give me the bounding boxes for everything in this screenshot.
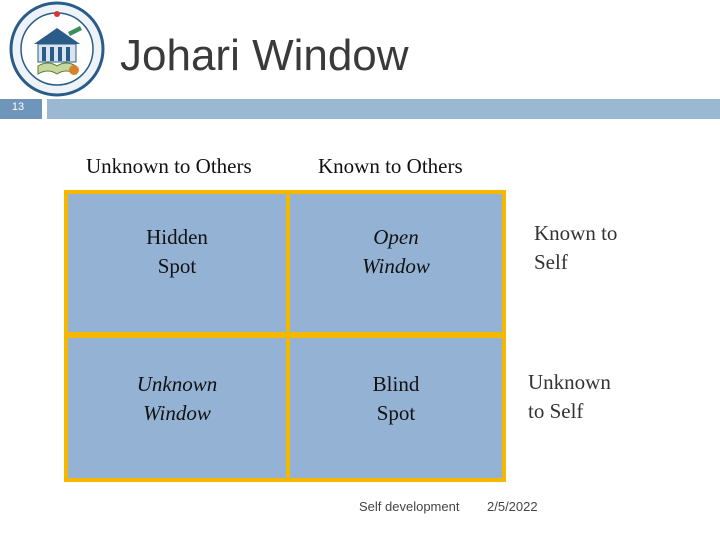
slide-title: Johari Window	[120, 31, 409, 80]
institute-emblem-logo	[8, 0, 106, 98]
row-header-known-to-self: Known to Self	[534, 221, 618, 274]
header-bar	[47, 99, 720, 119]
slide-number: 13	[11, 101, 25, 113]
row-header-unknown-to-self: Unknown to Self	[528, 370, 611, 423]
column-header-known-to-others: Known to Others	[318, 154, 463, 178]
cell-hidden-spot: Hidden Spot	[68, 194, 286, 332]
slide-number-box	[0, 99, 42, 119]
cell-blind-spot: Blind Spot	[290, 338, 502, 478]
cell-unknown-window: Unknown Window	[68, 338, 286, 478]
johari-grid: Hidden Spot Open Window Unknown Window B…	[64, 190, 506, 482]
footer-date: 2/5/2022	[487, 499, 538, 514]
footer-topic: Self development	[359, 499, 460, 514]
column-header-unknown-to-others: Unknown to Others	[86, 154, 252, 178]
cell-open-window: Open Window	[290, 194, 502, 332]
